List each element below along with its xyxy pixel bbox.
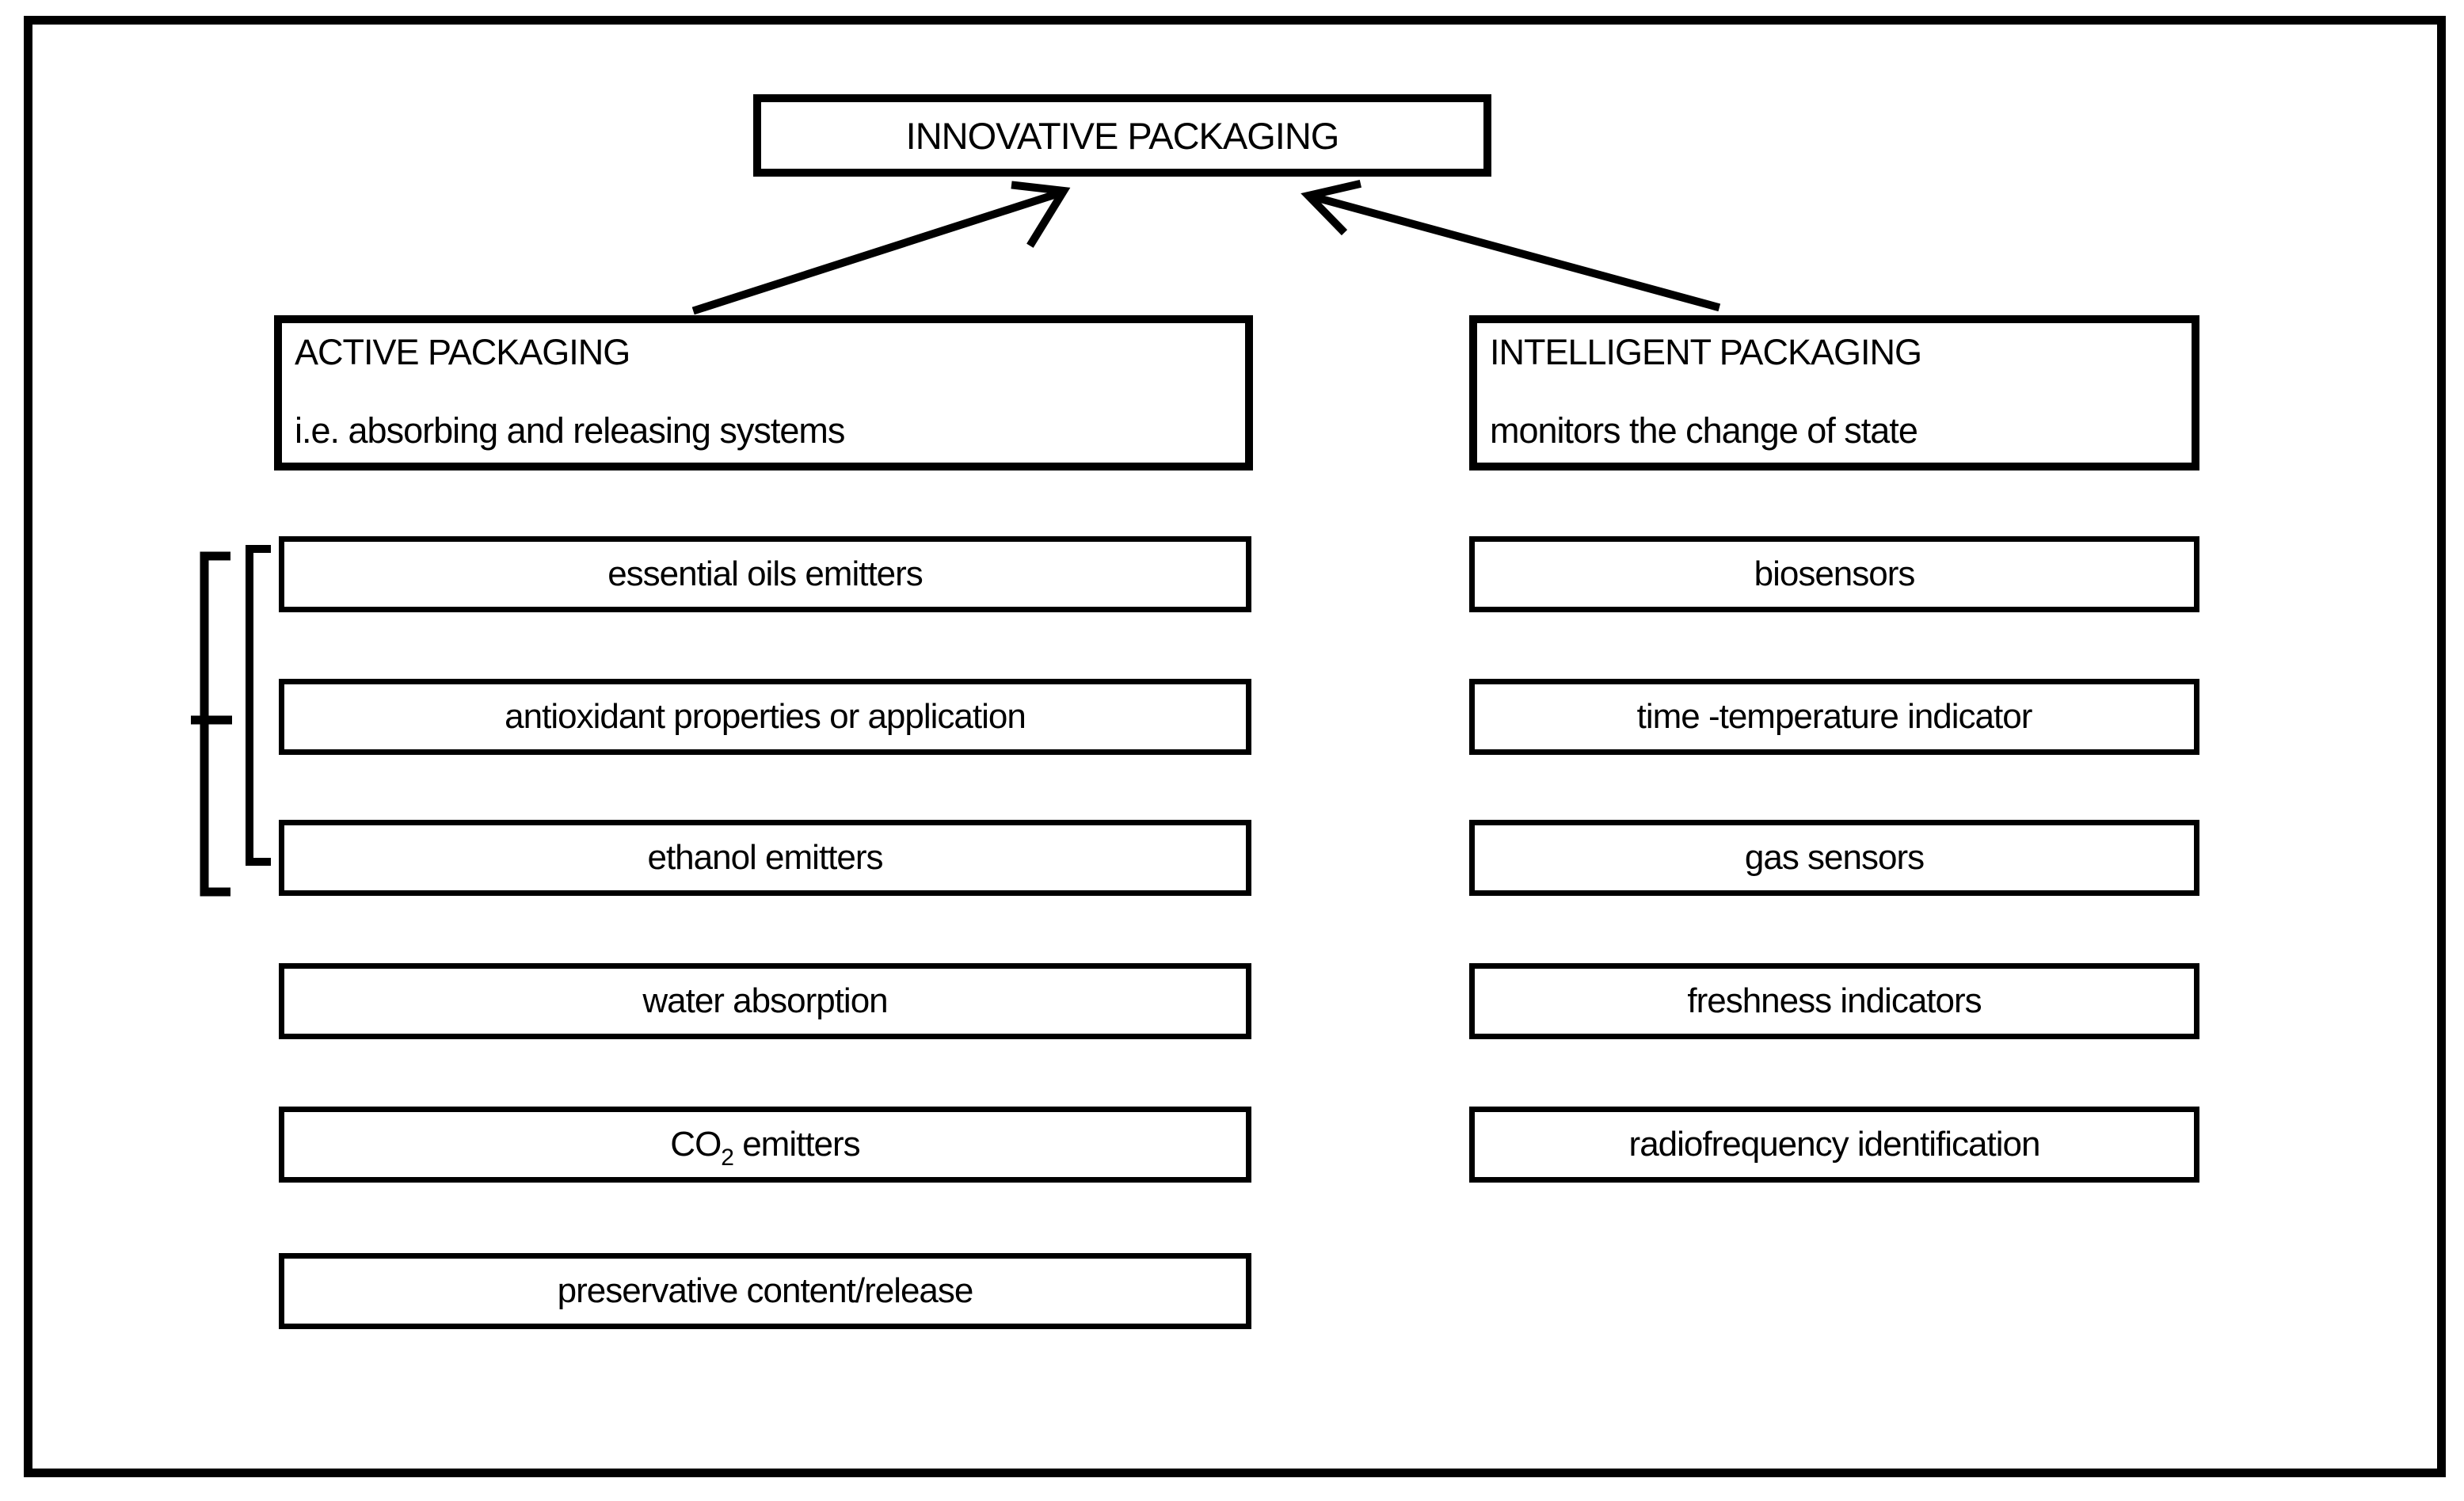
co2-subscript: 2 xyxy=(721,1145,734,1171)
active-packaging-title: ACTIVE PACKAGING xyxy=(295,332,630,372)
item-box-freshness-indicators: freshness indicators xyxy=(1469,963,2199,1039)
item-box-co2-emitters: CO2 emitters xyxy=(279,1107,1251,1183)
item-label: gas sensors xyxy=(1744,838,1925,877)
item-label: radiofrequency identification xyxy=(1628,1125,2041,1164)
item-box-time-temperature-indicator: time -temperature indicator xyxy=(1469,679,2199,755)
item-label: essential oils emitters xyxy=(607,554,924,593)
branch-node-intelligent-packaging: INTELLIGENT PACKAGING monitors the chang… xyxy=(1469,315,2199,470)
item-box-biosensors: biosensors xyxy=(1469,536,2199,612)
item-label: ethanol emitters xyxy=(647,838,883,877)
item-box-essential-oils-emitters: essential oils emitters xyxy=(279,536,1251,612)
item-label: biosensors xyxy=(1754,554,1916,593)
item-label: antioxidant properties or application xyxy=(505,697,1026,736)
item-label: preservative content/release xyxy=(557,1271,974,1310)
item-box-ethanol-emitters: ethanol emitters xyxy=(279,820,1251,896)
item-box-gas-sensors: gas sensors xyxy=(1469,820,2199,896)
item-label: CO2 emitters xyxy=(670,1125,860,1171)
item-label: freshness indicators xyxy=(1687,981,1982,1020)
root-node-innovative-packaging: INNOVATIVE PACKAGING xyxy=(753,94,1491,177)
item-label: time -temperature indicator xyxy=(1636,697,2033,736)
branch-node-active-packaging: ACTIVE PACKAGING i.e. absorbing and rele… xyxy=(274,315,1253,470)
root-node-label: INNOVATIVE PACKAGING xyxy=(905,114,1340,157)
item-label: water absorption xyxy=(642,981,888,1020)
item-box-water-absorption: water absorption xyxy=(279,963,1251,1039)
item-box-radiofrequency-identification: radiofrequency identification xyxy=(1469,1107,2199,1183)
intelligent-packaging-subtitle: monitors the change of state xyxy=(1490,410,1918,451)
item-box-antioxidant-properties: antioxidant properties or application xyxy=(279,679,1251,755)
diagram-outer-frame xyxy=(24,16,2446,1477)
item-box-preservative-content-release: preservative content/release xyxy=(279,1253,1251,1329)
intelligent-packaging-title: INTELLIGENT PACKAGING xyxy=(1490,332,1922,372)
active-packaging-subtitle: i.e. absorbing and releasing systems xyxy=(295,410,845,451)
